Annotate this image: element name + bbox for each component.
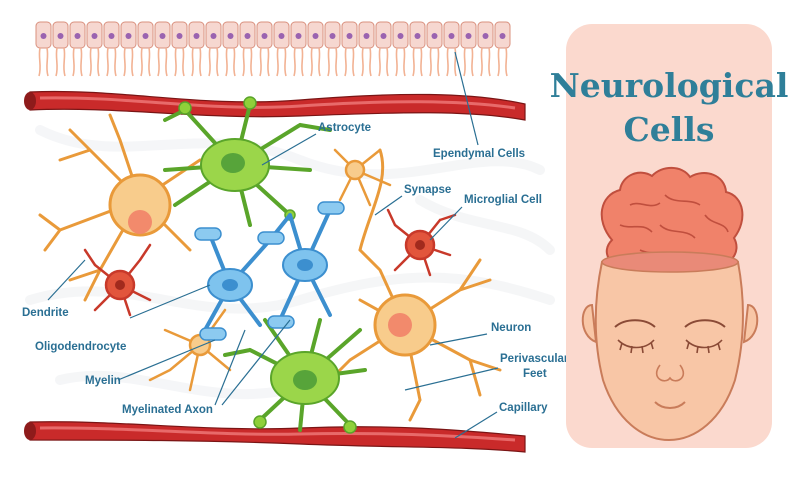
neuron-right xyxy=(328,148,502,422)
microglial-cell-left xyxy=(83,243,152,317)
ependymal-cell xyxy=(205,21,222,77)
ependymal-cell xyxy=(290,21,307,77)
leader-lines xyxy=(47,51,499,439)
capillary-bottom xyxy=(24,421,526,453)
ependymal-cell xyxy=(375,21,392,77)
ependymal-cells xyxy=(35,21,511,77)
ependymal-cell xyxy=(239,21,256,77)
title-line2: Cells xyxy=(624,110,715,149)
ependymal-cell xyxy=(477,21,494,77)
oligodendrocyte xyxy=(194,201,345,341)
label-feet: Feet xyxy=(523,368,547,380)
ependymal-cell xyxy=(137,21,154,77)
ependymal-cell xyxy=(120,21,137,77)
ependymal-cell xyxy=(358,21,375,77)
label-perivascular: Perivascular xyxy=(500,353,569,365)
ependymal-cell xyxy=(171,21,188,77)
ependymal-cell xyxy=(256,21,273,77)
ependymal-cell xyxy=(443,21,460,77)
ependymal-cell xyxy=(86,21,103,77)
neuron-small-top xyxy=(333,148,392,207)
label-oligodendrocyte: Oligodendrocyte xyxy=(35,341,126,353)
neuron-left xyxy=(38,113,202,302)
ependymal-cell xyxy=(324,21,341,77)
ependymal-cell xyxy=(52,21,69,77)
ependymal-cell xyxy=(392,21,409,77)
ependymal-cell xyxy=(460,21,477,77)
label-dendrite: Dendrite xyxy=(22,307,69,319)
ependymal-cell xyxy=(188,21,205,77)
ependymal-cell xyxy=(222,21,239,77)
label-capillary: Capillary xyxy=(499,402,548,414)
label-synapse: Synapse xyxy=(404,184,451,196)
ependymal-cell xyxy=(273,21,290,77)
label-neuron: Neuron xyxy=(491,322,531,334)
ependymal-cell xyxy=(154,21,171,77)
ependymal-cell xyxy=(69,21,86,77)
ependymal-cell xyxy=(341,21,358,77)
astrocyte-bottom xyxy=(223,318,367,434)
label-microglial-cell: Microglial Cell xyxy=(464,194,542,206)
label-ependymal-cells: Ependymal Cells xyxy=(433,148,525,160)
ependymal-cell xyxy=(494,21,511,77)
label-myelinated-axon: Myelinated Axon xyxy=(122,404,213,416)
capillary-top xyxy=(24,90,526,121)
astrocyte-top xyxy=(163,96,332,227)
microglial-cell-right xyxy=(386,208,457,277)
ependymal-cell xyxy=(409,21,426,77)
title-line1: Neurological xyxy=(550,66,789,105)
ependymal-cell xyxy=(35,21,52,77)
labels: Astrocyte Ependymal Cells Synapse Microg… xyxy=(22,122,569,416)
head-illustration xyxy=(581,251,759,442)
label-astrocyte: Astrocyte xyxy=(318,122,371,134)
ependymal-cell xyxy=(103,21,120,77)
label-myelin: Myelin xyxy=(85,375,121,387)
ependymal-cell xyxy=(307,21,324,77)
ependymal-cell xyxy=(426,21,443,77)
